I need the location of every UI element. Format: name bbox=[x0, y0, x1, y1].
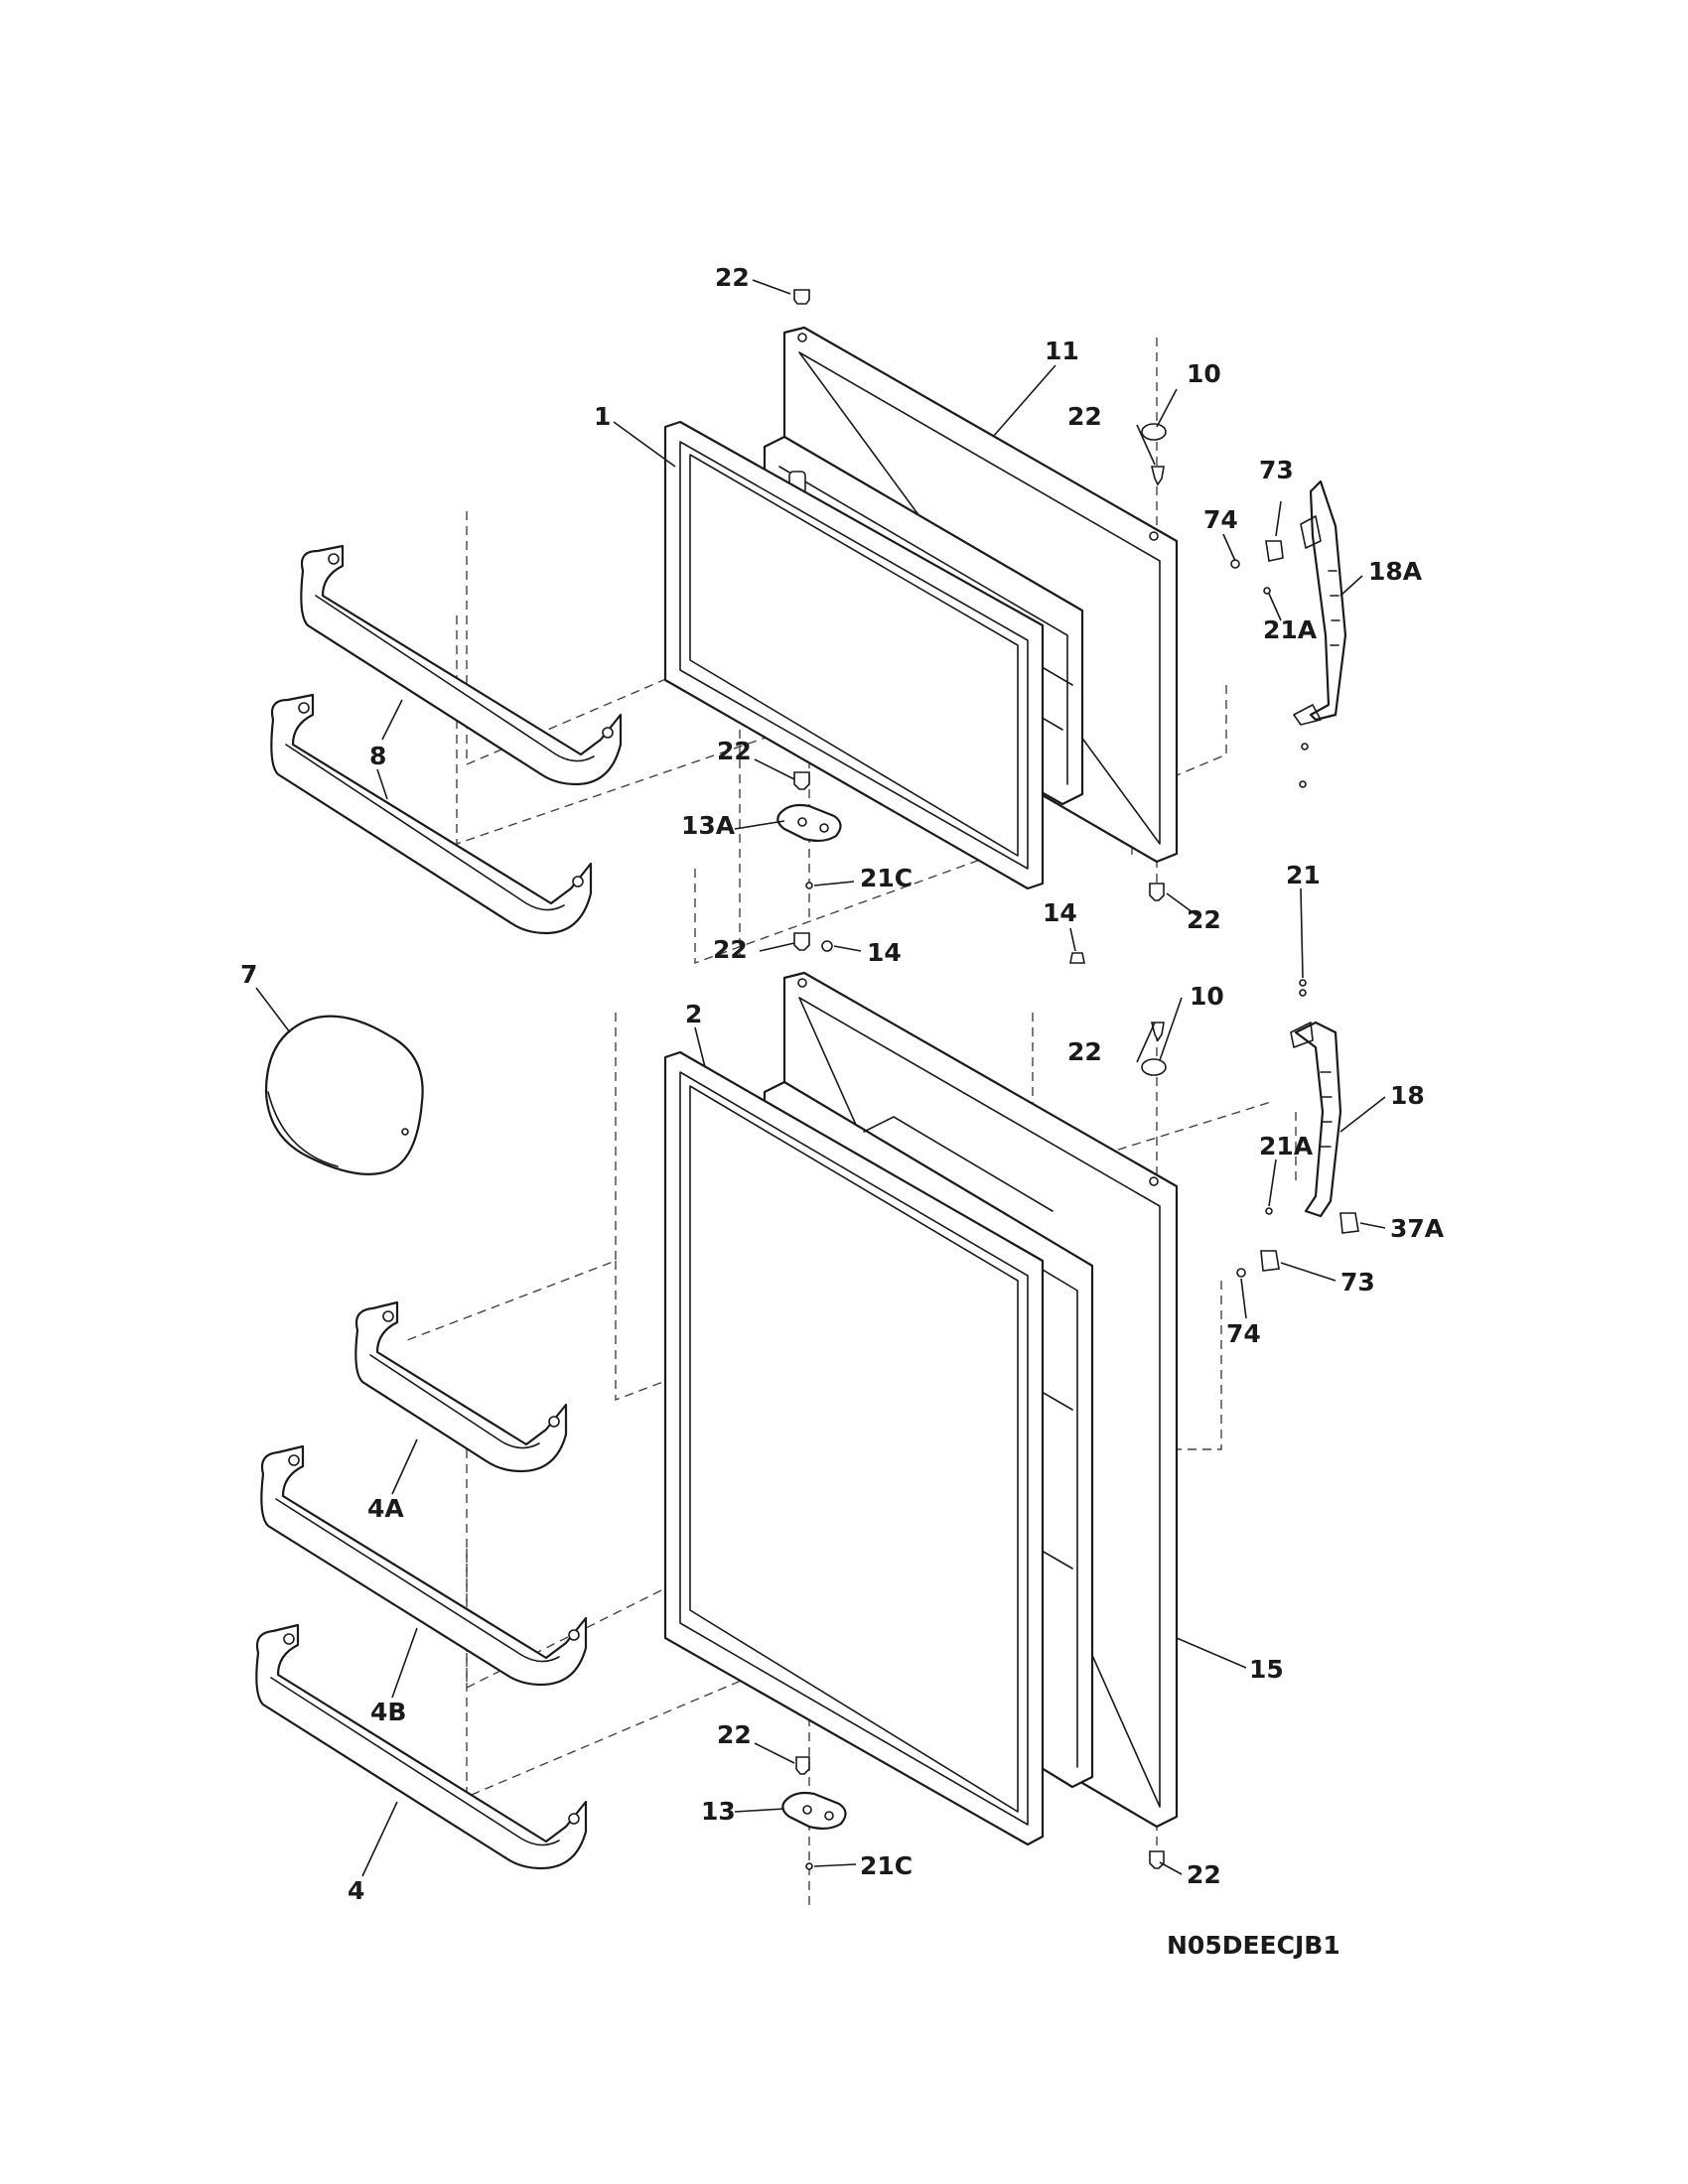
callout-15: 15 bbox=[1249, 1655, 1284, 1684]
callout-4: 4 bbox=[348, 1876, 364, 1905]
callout-18: 18 bbox=[1390, 1081, 1425, 1110]
freezer-door-bin-upper bbox=[300, 544, 623, 786]
callout-73-bottom: 73 bbox=[1340, 1268, 1375, 1297]
callout-14-right: 14 bbox=[1043, 898, 1077, 927]
callout-22-center: 22 bbox=[713, 935, 748, 964]
door-bin-4b bbox=[260, 1444, 588, 1687]
callout-22-top: 22 bbox=[715, 263, 750, 292]
door-bin-4a bbox=[354, 1300, 568, 1473]
callout-13A: 13A bbox=[681, 811, 736, 840]
fresh-food-door-hinge bbox=[781, 1791, 847, 1831]
callout-21A-top: 21A bbox=[1263, 615, 1318, 644]
callout-22-hinge-bottom: 22 bbox=[1067, 1037, 1102, 1066]
callout-1: 1 bbox=[594, 402, 611, 431]
dairy-compartment-cover bbox=[264, 1015, 424, 1175]
callout-4A: 4A bbox=[367, 1494, 404, 1523]
callout-10-bottom: 10 bbox=[1190, 982, 1224, 1011]
fresh-food-door-gasket bbox=[663, 1050, 1045, 1846]
callout-21: 21 bbox=[1286, 861, 1321, 889]
callout-74-top: 74 bbox=[1203, 505, 1238, 534]
callout-10-top: 10 bbox=[1187, 359, 1221, 388]
freezer-door-hinge bbox=[776, 803, 842, 843]
callout-2: 2 bbox=[685, 1000, 702, 1028]
hardware-screws bbox=[793, 289, 1359, 1870]
freezer-door-bin-lower bbox=[270, 693, 593, 935]
callout-18A: 18A bbox=[1368, 557, 1423, 586]
callout-8: 8 bbox=[369, 742, 386, 770]
door-bin-4 bbox=[255, 1623, 588, 1870]
callout-13: 13 bbox=[701, 1797, 736, 1826]
diagram-code: N05DEECJB1 bbox=[1167, 1931, 1340, 1960]
fresh-food-door-handle bbox=[1290, 1021, 1342, 1218]
callout-22-mid-left: 22 bbox=[717, 737, 752, 765]
callout-7: 7 bbox=[240, 960, 257, 989]
callout-22-bottom-left: 22 bbox=[717, 1720, 752, 1749]
callout-leader-lines bbox=[255, 279, 1386, 1877]
freezer-door-handle bbox=[1293, 479, 1347, 726]
callout-37A: 37A bbox=[1390, 1214, 1445, 1243]
freezer-door-gasket bbox=[663, 420, 1045, 890]
callout-22-mid-right: 22 bbox=[1187, 905, 1221, 934]
callout-21C-top: 21C bbox=[860, 864, 913, 892]
callout-22-hinge-top: 22 bbox=[1067, 402, 1102, 431]
callout-22-bottom-right: 22 bbox=[1187, 1860, 1221, 1889]
callout-11: 11 bbox=[1045, 337, 1079, 365]
callout-14-left: 14 bbox=[867, 938, 902, 967]
callout-74-bottom: 74 bbox=[1226, 1319, 1261, 1348]
callout-73-top: 73 bbox=[1259, 456, 1294, 484]
callout-labels: 22 11 10 22 1 73 74 18A 21A 8 22 13A 21C… bbox=[240, 263, 1445, 1905]
callout-21C-bottom: 21C bbox=[860, 1851, 913, 1880]
callout-4B: 4B bbox=[370, 1698, 406, 1726]
callout-21A-bottom: 21A bbox=[1259, 1132, 1314, 1160]
